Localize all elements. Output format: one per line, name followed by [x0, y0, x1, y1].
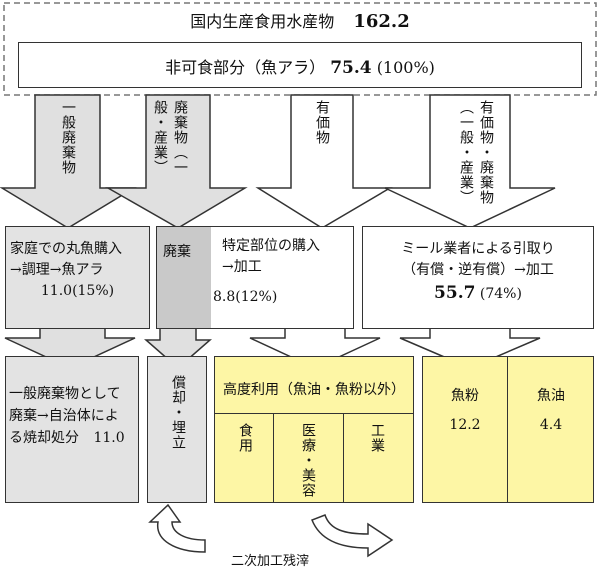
- meal-pct: (74%): [479, 286, 522, 302]
- advanced-use-label: 高度利用（魚油・魚粉以外）: [223, 382, 405, 398]
- inedible-pct: (100%): [376, 58, 435, 77]
- landfill-box: 償却・埋立: [147, 356, 207, 503]
- arrow-meal-down: [399, 327, 541, 369]
- arrow-disposal-down: [144, 327, 212, 369]
- incinerate-box: 一般廃棄物として 廃棄→自治体によ る焼却処分 11.0: [5, 356, 139, 503]
- meal-line1: ミール業者による引取り: [401, 241, 555, 257]
- label-general-waste: 一般廃棄物: [60, 100, 76, 175]
- incinerate-value: 11.0: [93, 430, 125, 446]
- advanced-use-box: 高度利用（魚油・魚粉以外） 食用 医療・美容 工業: [214, 356, 414, 503]
- meal-value: 55.7: [434, 283, 476, 303]
- home-line2: →調理→魚アラ: [10, 262, 104, 278]
- total-label: 国内生産食用水産物: [190, 12, 335, 31]
- incinerate-line3-row: る焼却処分 11.0: [9, 427, 135, 449]
- curved-arrow-left: [148, 503, 206, 553]
- incinerate-line2: 廃棄→自治体によ: [9, 408, 119, 424]
- fishmeal-fishoil-box: 魚粉 12.2 魚油 4.4: [422, 356, 594, 503]
- meal-line2: （有償・逆有償）→加工: [402, 262, 554, 278]
- total-title: 国内生産食用水産物 162.2: [0, 8, 600, 32]
- total-value: 162.2: [353, 11, 410, 32]
- label-valuable: 有価物: [314, 100, 330, 145]
- fishmeal-label: 魚粉: [451, 388, 479, 404]
- arrow-general-waste: [0, 94, 137, 229]
- arrow-waste-gi: [105, 94, 248, 229]
- arrow-home-down: [4, 327, 136, 369]
- home-box: 家庭での丸魚購入 →調理→魚アラ 11.0(15%): [5, 226, 150, 329]
- home-line1: 家庭での丸魚購入: [10, 241, 122, 257]
- industrial-label: 工業: [369, 423, 385, 453]
- fishmeal-oil-divider: [507, 357, 508, 502]
- food-use-label: 食用: [237, 423, 253, 453]
- inedible-value: 75.4: [330, 58, 372, 78]
- arrow-parts-down: [249, 327, 381, 369]
- medical-beauty-label: 医療・美容: [300, 423, 316, 498]
- inedible-label: 非可食部分（魚アラ）: [165, 58, 326, 77]
- home-value: 11.0(15%): [40, 283, 115, 299]
- advanced-col-divider-1: [273, 413, 274, 502]
- curved-arrow-right: [311, 514, 394, 558]
- meal-box: ミール業者による引取り （有償・逆有償）→加工 55.7 (74%): [362, 226, 594, 329]
- arrow-valuable: [255, 94, 393, 229]
- inedible-box: 非可食部分（魚アラ） 75.4 (100%): [18, 42, 582, 88]
- fishmeal-value: 12.2: [449, 417, 481, 433]
- incinerate-line1: 一般廃棄物として: [9, 386, 121, 402]
- fishoil-value: 4.4: [539, 417, 563, 433]
- parts-line1: 特定部位の購入: [222, 238, 320, 254]
- arrow-valuable-waste: [384, 94, 556, 229]
- label-valuable-waste: 有価物・廃棄物（一般・産業）: [458, 100, 494, 205]
- incinerate-line3: る焼却処分: [9, 430, 79, 446]
- label-waste-gi: 廃棄物（一般・産業）: [152, 100, 188, 175]
- advanced-use-divider: [215, 413, 413, 414]
- fishoil-label: 魚油: [537, 388, 565, 404]
- meal-value-row: 55.7 (74%): [363, 283, 593, 305]
- advanced-col-divider-2: [343, 413, 344, 502]
- parts-value: 8.8(12%): [213, 289, 278, 305]
- disposal-cell: 廃棄: [157, 227, 211, 328]
- residue-label: 二次加工残滓: [230, 554, 309, 569]
- landfill-label: 償却・埋立: [170, 375, 186, 450]
- parts-text: 特定部位の購入 →加工: [212, 236, 352, 278]
- disposal-label: 廃棄: [163, 244, 191, 260]
- parts-line2: →加工: [222, 259, 262, 275]
